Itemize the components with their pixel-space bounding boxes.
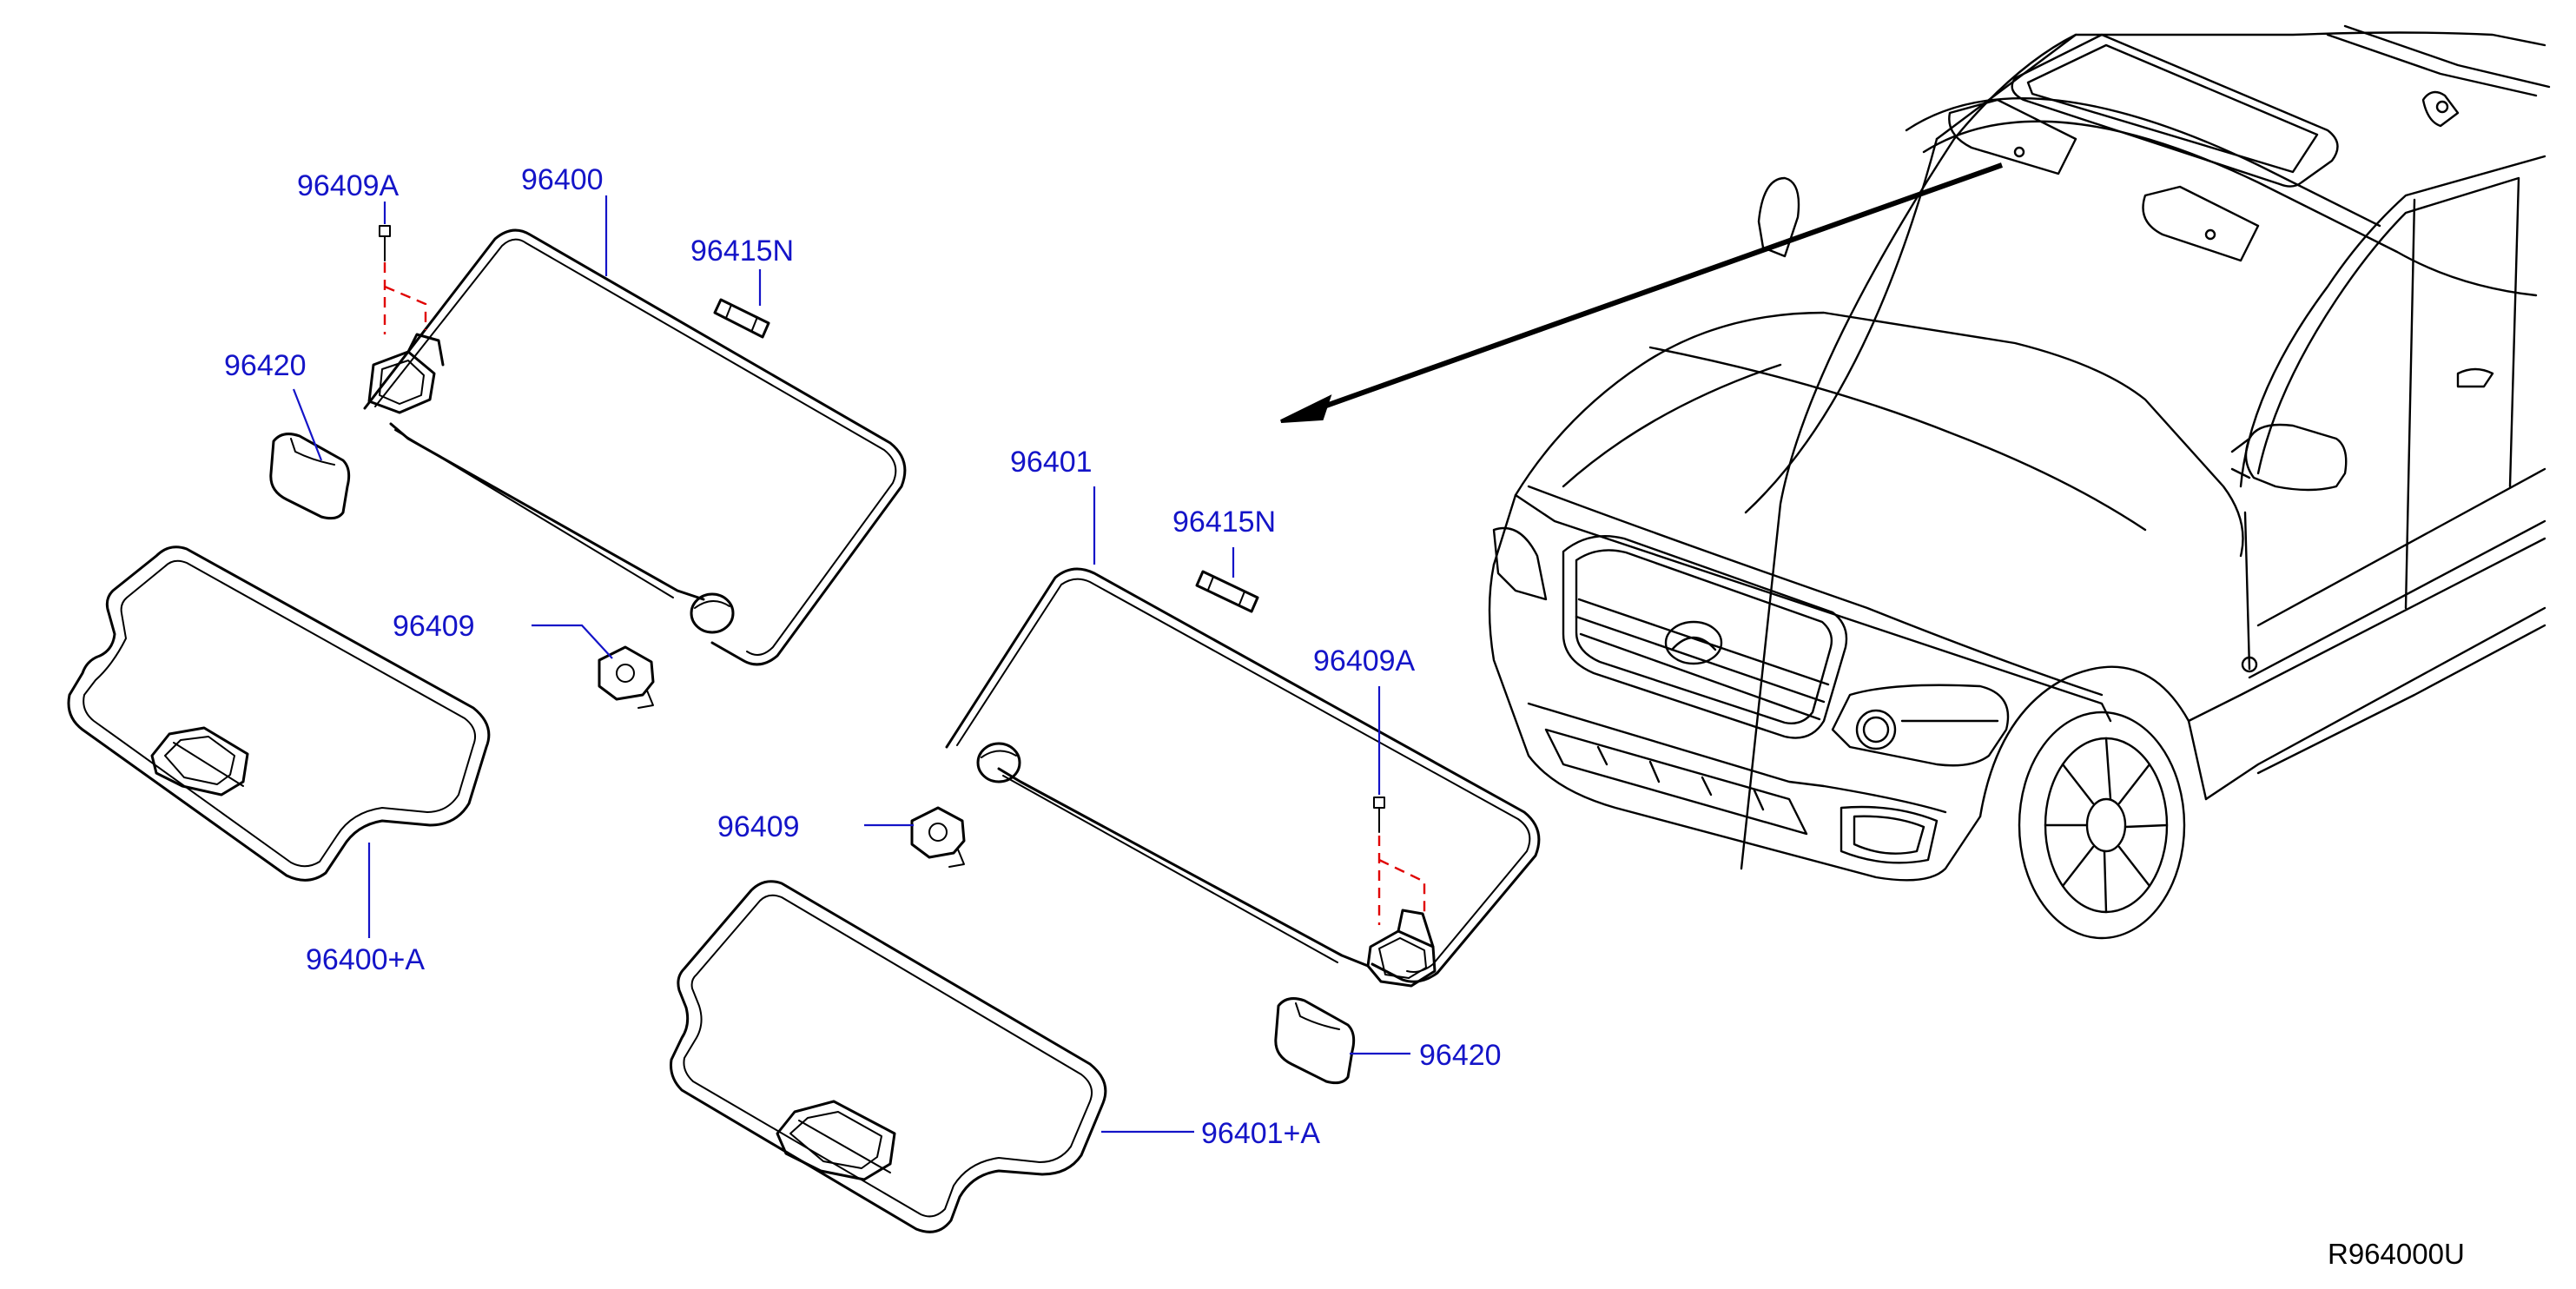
screw-guide-right: [1377, 836, 1426, 925]
screw-right: [1373, 797, 1385, 833]
label-96420-right: 96420: [1419, 1039, 1502, 1072]
vehicle-illustration: [1280, 24, 2551, 940]
cover-right: [1274, 997, 1356, 1085]
label-96409-right: 96409: [717, 810, 800, 843]
label-96400A: 96400+A: [306, 943, 425, 976]
cover-left: [269, 433, 351, 520]
label-96400: 96400: [521, 163, 604, 196]
screw-guide-left: [383, 262, 427, 334]
vanity-panel-left: [67, 545, 491, 882]
vanity-panel-right: [670, 880, 1107, 1233]
label-96401: 96401: [1010, 446, 1093, 479]
label-96409A-right: 96409A: [1313, 644, 1416, 678]
fuse-left: [713, 298, 770, 339]
label-96401A: 96401+A: [1201, 1117, 1320, 1150]
label-96415N-left: 96415N: [690, 235, 794, 268]
drawing-code: R964000U: [2328, 1238, 2465, 1270]
clip-left: [598, 645, 655, 709]
sun-visor-right: [945, 567, 1541, 988]
label-96420-left: 96420: [224, 349, 307, 382]
part-labels: 96409A 96400 96415N 96420 96409 96400+A …: [224, 163, 2465, 1270]
label-96409A-left: 96409A: [297, 169, 400, 202]
sun-visor-left: [363, 228, 907, 666]
fuse-right: [1195, 570, 1259, 613]
label-96409-left: 96409: [393, 610, 475, 643]
label-96415N-right: 96415N: [1172, 506, 1276, 539]
screw-left: [379, 225, 391, 261]
clip-right: [910, 806, 966, 868]
leader-lines: [292, 195, 1410, 1134]
